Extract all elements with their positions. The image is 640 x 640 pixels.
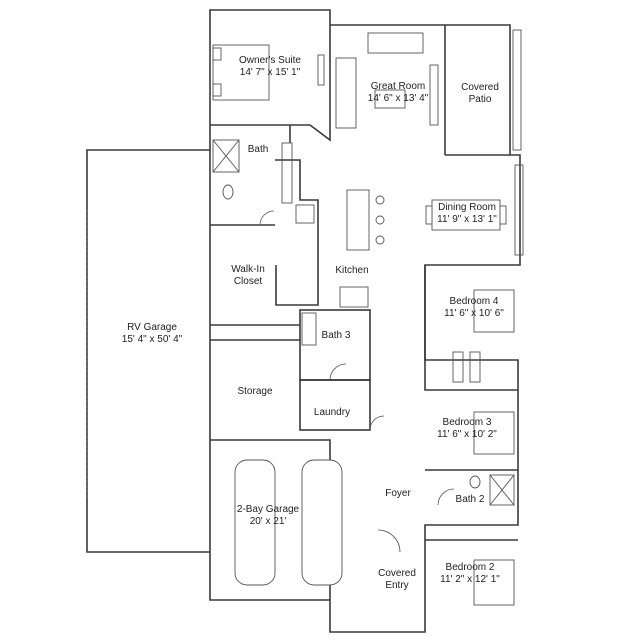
- bedroom-3-dims: 11' 6" x 10' 2": [437, 429, 497, 440]
- garage-2bay-dims: 20' x 21': [249, 516, 287, 527]
- rv-garage-name: RV Garage: [127, 322, 177, 333]
- covered-entry-line2: Entry: [385, 580, 409, 591]
- bedroom-3-name: Bedroom 3: [442, 417, 492, 428]
- bath-3-name: Bath 3: [321, 330, 351, 341]
- great-room-dims: 14' 6" x 13' 4": [367, 93, 429, 104]
- foyer-name: Foyer: [385, 488, 411, 499]
- bedroom-4-bed: [473, 289, 515, 333]
- covered-patio-line2: Patio: [468, 94, 492, 105]
- rv-garage-walls: [86, 149, 210, 553]
- bedroom-2-name: Bedroom 2: [445, 562, 495, 573]
- laundry-walls: [299, 379, 371, 431]
- covered-patio-line1: Covered: [461, 82, 499, 93]
- laundry-name: Laundry: [313, 407, 351, 418]
- dining-table: [431, 199, 501, 231]
- car-1: [234, 459, 276, 586]
- bedroom-2-bed: [473, 559, 515, 606]
- great-room-name: Great Room: [370, 81, 426, 92]
- walk-in-closet-line1: Walk-In: [231, 264, 265, 275]
- kitchen-name: Kitchen: [335, 265, 369, 276]
- owners-suite-name: Owner's Suite: [239, 55, 301, 66]
- storage-name: Storage: [237, 386, 273, 397]
- sofa: [367, 32, 424, 54]
- bedroom-3-bed: [473, 411, 515, 455]
- covered-entry-line1: Covered: [378, 568, 416, 579]
- owners-suite-dims: 14' 7" x 15' 1": [239, 67, 301, 78]
- dining-room-name: Dining Room: [438, 202, 496, 213]
- owners-bed: [212, 44, 270, 101]
- car-2: [301, 459, 343, 586]
- bedroom-2-dims: 11' 2" x 12' 1": [440, 574, 500, 585]
- garage-2bay-name: 2-Bay Garage: [236, 504, 300, 515]
- walk-in-closet-line2: Closet: [233, 276, 263, 287]
- bath-2-name: Bath 2: [455, 494, 485, 505]
- bedroom-4-dims: 11' 6" x 10' 6": [444, 308, 504, 319]
- owners-suite-walls: [210, 25, 331, 142]
- kitchen-island: [346, 189, 370, 251]
- rv-garage-dims: 15' 4" x 50' 4": [121, 334, 183, 345]
- bath-name: Bath: [247, 144, 269, 155]
- dining-room-dims: 11' 9" x 13' 1": [437, 214, 497, 225]
- bedroom-4-name: Bedroom 4: [449, 296, 499, 307]
